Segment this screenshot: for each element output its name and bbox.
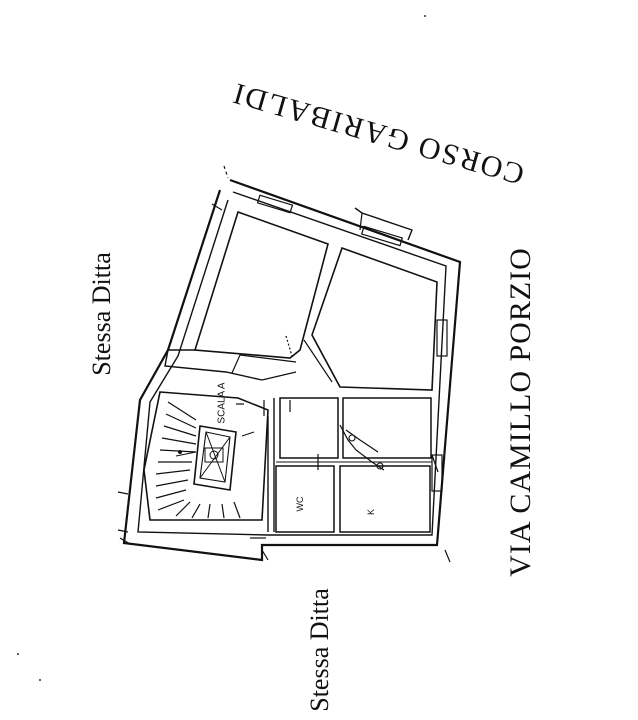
front-rooms [164,210,438,391]
street-label-via: VIA CAMILLO PORZIO [504,247,537,577]
neighbor-label-bottom: Stessa Ditta [305,588,334,712]
stair-label: SCALA A [216,382,228,424]
outer-walls [117,165,462,563]
balcony [256,194,413,247]
wc-label: WC [295,496,305,512]
speck-left [17,653,19,655]
back-rooms [263,397,439,533]
speck-left-2 [39,679,41,681]
staircase [143,391,269,521]
neighbor-label-top: Stessa Ditta [87,252,116,376]
windows-via [431,319,448,492]
speck-top [424,15,426,17]
kitchen-label: K [366,508,376,516]
lower-walls [119,398,275,545]
